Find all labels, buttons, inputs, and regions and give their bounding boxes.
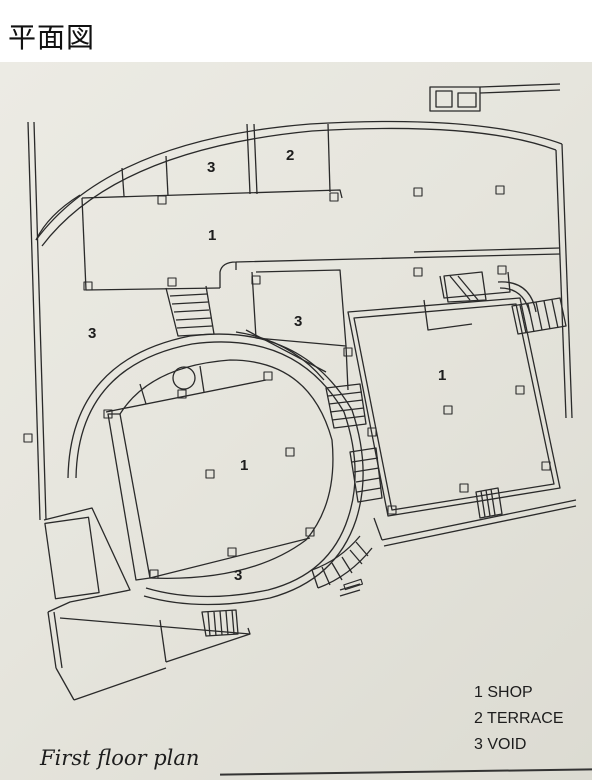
left-curve-wall bbox=[35, 194, 81, 241]
plan-legend: 1 SHOP 2 TERRACE 3 VOID bbox=[474, 680, 564, 758]
rotunda-arc bbox=[245, 329, 327, 373]
stair-landing bbox=[339, 589, 361, 597]
legend-item-void: 3 VOID bbox=[474, 736, 527, 753]
stair-right-lower bbox=[475, 487, 503, 519]
lower-corridor bbox=[165, 633, 251, 663]
top-right-box-inner bbox=[435, 90, 453, 108]
lower-corridor bbox=[159, 619, 167, 663]
right-boundary-wall bbox=[555, 149, 567, 419]
rotunda-floor-edge bbox=[199, 365, 205, 393]
terrace-wall bbox=[253, 123, 258, 195]
terrace-wall bbox=[121, 167, 125, 197]
middle-void-wall bbox=[251, 271, 349, 391]
outer-arc-wall bbox=[35, 120, 563, 241]
left-wing-wall bbox=[53, 611, 63, 669]
room-label-void: 3 bbox=[234, 567, 242, 584]
terrace-wall bbox=[165, 155, 169, 197]
room-label-shop: 1 bbox=[208, 227, 216, 244]
page-title: 平面図 bbox=[8, 21, 96, 54]
stair-right-curved bbox=[311, 535, 373, 589]
stair-lower bbox=[201, 609, 239, 637]
rotunda-floor-edge bbox=[149, 537, 311, 579]
top-right-box-inner bbox=[457, 92, 477, 108]
upper-shop-wall bbox=[81, 189, 343, 199]
left-wing-wall bbox=[55, 667, 75, 701]
rotunda-inner-wall bbox=[119, 359, 334, 579]
right-lower-wall bbox=[383, 505, 577, 547]
upper-shop-wall bbox=[81, 197, 87, 291]
upper-shop-wall bbox=[413, 247, 561, 253]
plan-caption: First floor plan bbox=[40, 746, 200, 770]
room-label-shop: 1 bbox=[438, 367, 446, 384]
left-boundary-wall bbox=[27, 121, 41, 521]
round-column bbox=[172, 366, 196, 390]
rotunda-outer-wall-inner bbox=[75, 341, 356, 598]
top-right-wall bbox=[479, 83, 561, 88]
left-wing-wall bbox=[47, 611, 57, 669]
top-right-box bbox=[429, 86, 481, 112]
rotunda-arc bbox=[235, 331, 325, 381]
rotunda-outer-wall bbox=[67, 333, 364, 606]
stair-right-upper bbox=[443, 271, 487, 303]
room-label-void: 3 bbox=[294, 313, 302, 330]
room-label-shop: 1 bbox=[240, 457, 248, 474]
right-boundary-wall bbox=[561, 143, 573, 419]
right-shop-wall bbox=[347, 297, 561, 517]
right-lower-wall bbox=[381, 499, 577, 541]
room-label-terrace: 2 bbox=[286, 147, 294, 164]
lower-corridor bbox=[73, 667, 167, 701]
room-label-void: 3 bbox=[207, 159, 215, 176]
outer-arc-wall-inner bbox=[41, 127, 557, 247]
floor-plan-photo: 3 2 1 3 3 1 1 3 First floor plan 1 SHOP … bbox=[0, 62, 592, 780]
upper-shop-wall bbox=[85, 287, 221, 291]
right-shop-annex bbox=[497, 281, 537, 313]
top-right-wall bbox=[479, 89, 561, 94]
stair-upper-left bbox=[165, 285, 215, 337]
room-label-void: 3 bbox=[88, 325, 96, 342]
right-shop-wall-inner bbox=[353, 303, 555, 511]
stair-middle bbox=[325, 383, 367, 429]
terrace-wall bbox=[246, 123, 251, 195]
stair-landing bbox=[339, 583, 361, 591]
left-wing-wall bbox=[43, 507, 131, 613]
stair-middle-lower bbox=[349, 447, 383, 503]
right-shop-annex bbox=[423, 299, 473, 331]
floor-plan-drawing: 3 2 1 3 3 1 1 3 bbox=[23, 83, 577, 701]
columns bbox=[23, 185, 551, 591]
left-wing-room bbox=[44, 516, 100, 600]
right-lower-wall bbox=[373, 517, 383, 541]
rotunda-floor-edge bbox=[139, 383, 147, 405]
legend-item-shop: 1 SHOP bbox=[474, 684, 533, 701]
middle-void-wall bbox=[255, 269, 347, 347]
page-header: 平面図 bbox=[0, 0, 592, 62]
stair-right-side bbox=[511, 297, 567, 335]
legend-item-terrace: 2 TERRACE bbox=[474, 710, 564, 727]
left-boundary-wall bbox=[33, 121, 47, 521]
terrace-wall bbox=[327, 123, 331, 193]
